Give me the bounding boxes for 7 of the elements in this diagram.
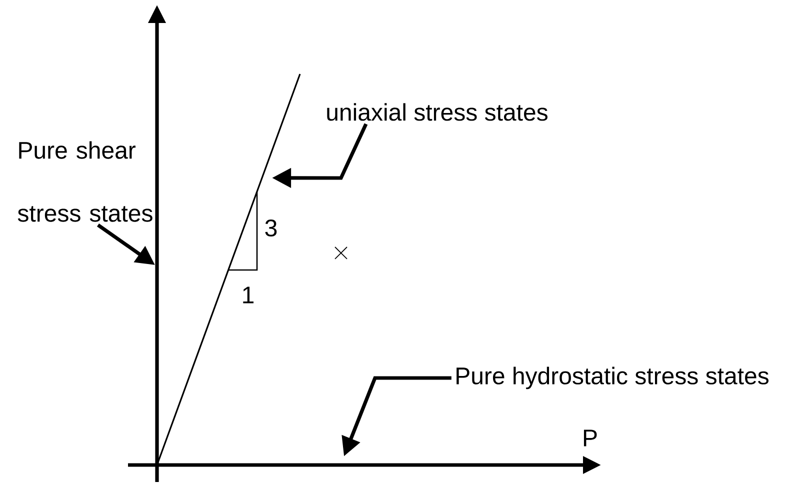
slope-label: 3 <box>265 220 277 236</box>
callout-text: Pure hydrostatic stress states <box>456 366 768 390</box>
sloped-line <box>156 74 301 466</box>
axis-label: P <box>584 430 597 446</box>
callout-text: Pure shear stress states <box>18 141 152 222</box>
callout-text: uniaxial stress states <box>327 103 548 121</box>
slope-label: 1 <box>243 286 254 304</box>
